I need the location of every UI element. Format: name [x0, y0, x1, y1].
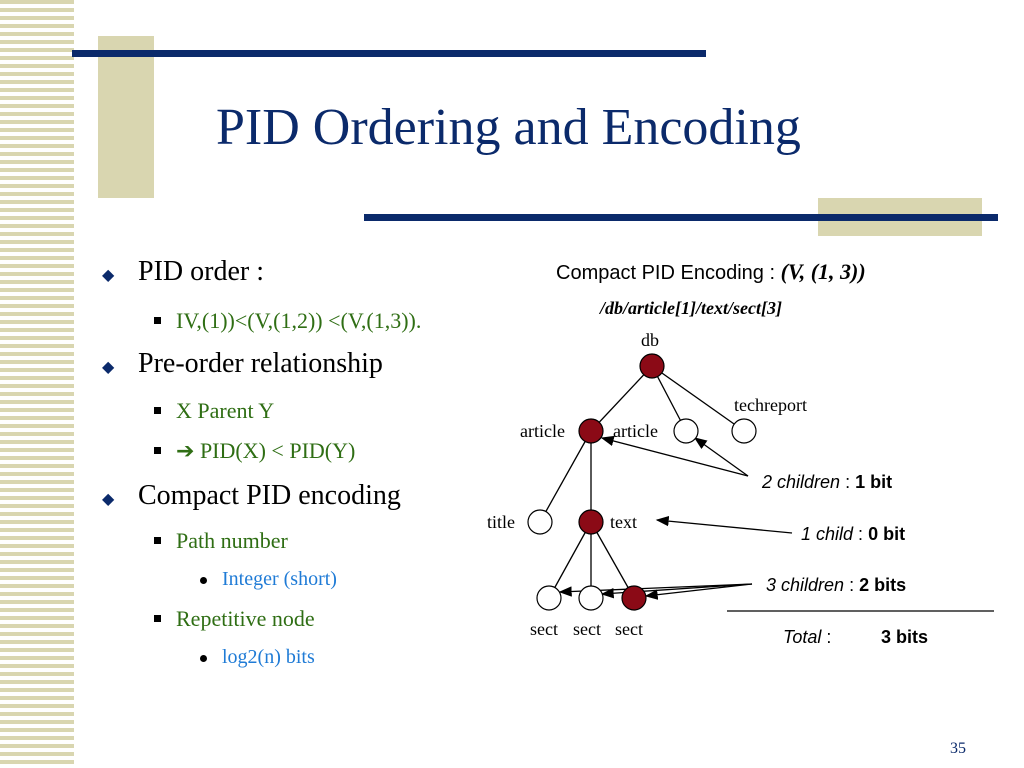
note-three-children: 3 children : 2 bits — [766, 575, 906, 595]
square-bullet-icon — [154, 447, 161, 454]
label-sect-2: sect — [573, 619, 601, 639]
node-sect-1 — [536, 585, 562, 611]
label-sect-3: sect — [615, 619, 643, 639]
node-sect-3 — [621, 585, 647, 611]
striped-margin — [0, 0, 74, 768]
label-article-right: article — [613, 421, 658, 441]
node-text — [578, 509, 604, 535]
tree-edges — [539, 365, 745, 599]
slide-title: PID Ordering and Encoding — [216, 99, 801, 156]
label-title: title — [487, 512, 515, 532]
dot-bullet-icon — [200, 655, 207, 662]
encoding-heading: Compact PID Encoding : (V, (1, 3)) — [556, 259, 866, 284]
label-article-left: article — [520, 421, 565, 441]
node-db — [639, 353, 665, 379]
title-rule-top — [72, 50, 706, 57]
label-text: text — [610, 512, 637, 532]
title-tan-block-left — [98, 36, 154, 198]
note-total-value: 3 bits — [881, 627, 928, 647]
diamond-bullet-icon: ◆ — [102, 267, 115, 284]
page-number: 35 — [950, 740, 966, 757]
square-bullet-icon — [154, 407, 161, 414]
diamond-bullet-icon: ◆ — [102, 491, 115, 508]
square-bullet-icon — [154, 317, 161, 324]
node-sect-2 — [578, 585, 604, 611]
node-title — [527, 509, 553, 535]
label-sect-1: sect — [530, 619, 558, 639]
title-rule-bottom — [364, 214, 998, 221]
note-two-children: 2 children : 1 bit — [761, 472, 892, 492]
square-bullet-icon — [154, 537, 161, 544]
xpath-label: /db/article[1]/text/sect[3] — [598, 298, 782, 318]
label-techreport: techreport — [734, 395, 807, 415]
note-one-child: 1 child : 0 bit — [801, 524, 905, 544]
diamond-bullet-icon: ◆ — [102, 359, 115, 376]
node-article-1 — [578, 418, 604, 444]
right-arrow-icon: ➔ — [176, 439, 195, 464]
node-article-2 — [673, 418, 699, 444]
square-bullet-icon — [154, 615, 161, 622]
note-total: Total : — [783, 627, 831, 647]
node-techreport — [731, 418, 757, 444]
label-db: db — [641, 330, 659, 350]
dot-bullet-icon — [200, 577, 207, 584]
